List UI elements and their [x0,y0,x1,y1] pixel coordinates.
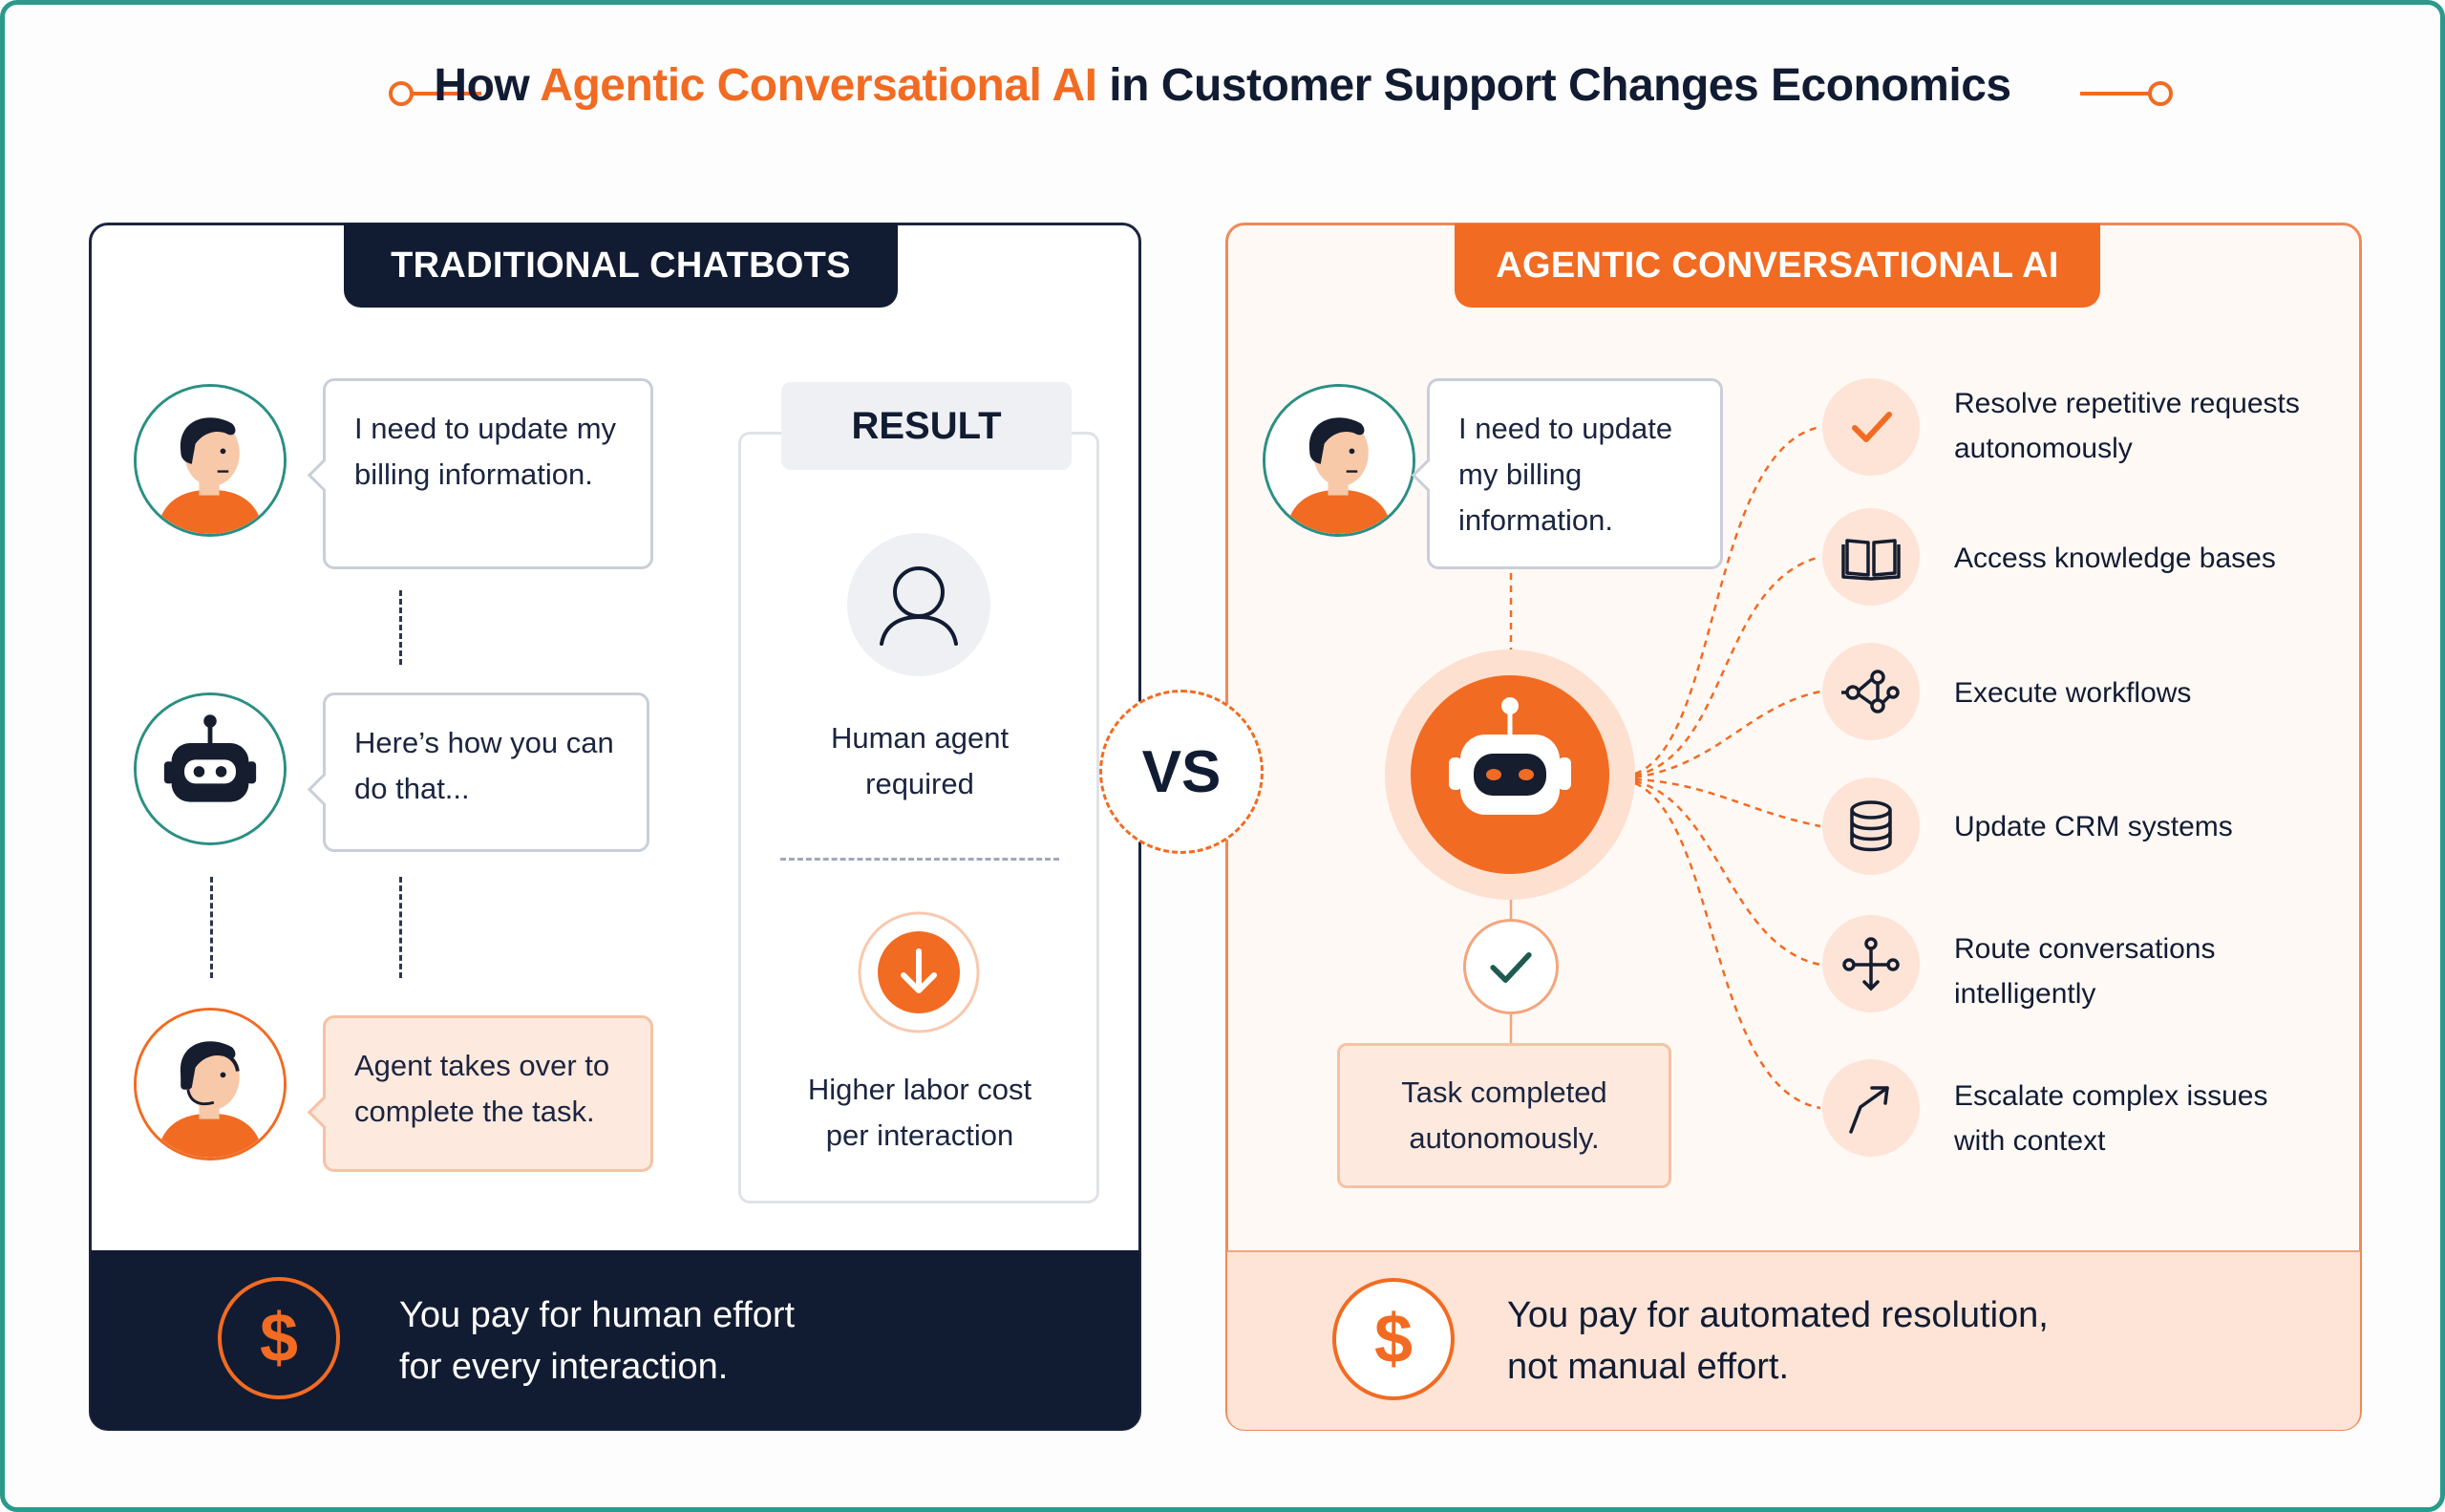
dotted-connector [210,877,213,978]
human-agent-required-text: Human agent required [748,715,1092,807]
capability-resolve-line1: Resolve repetitive requests [1954,388,2300,419]
labor-cost-text: Higher labor cost per interaction [748,1067,1092,1159]
task-completed-box: Task completed autonomously. [1337,1043,1671,1188]
title-right-connector-icon [2080,81,2173,106]
capability-escalate-line2: with context [1954,1125,2106,1157]
page-title: How Agentic Conversational AI in Custome… [0,59,2445,112]
capability-escalate-line1: Escalate complex issues [1954,1080,2268,1112]
task-completed-line1: Task completed [1401,1075,1607,1109]
capability-knowledge: Access knowledge bases [1954,536,2276,581]
title-prefix: How [434,60,541,111]
agent-takeover-text: Agent takes over to complete the task. [354,1049,610,1128]
checkmark-icon [1490,951,1532,983]
dollar-icon: $ [1332,1278,1455,1400]
customer-message-bubble: I need to update my billing information. [1427,378,1723,569]
labor-cost-line2: per interaction [825,1118,1014,1152]
dollar-icon: $ [218,1277,340,1399]
task-complete-check [1463,919,1559,1014]
database-icon [1822,777,1920,875]
title-suffix: in Customer Support Changes Economics [1096,60,2011,111]
chatbot-message-bubble: Here’s how you can do that... [323,692,649,852]
traditional-chatbots-header: TRADITIONAL CHATBOTS [344,224,898,308]
title-left-connector-icon [389,81,481,106]
chatbot-message-text: Here’s how you can do that... [354,726,614,805]
agentic-cost-line1: You pay for automated resolution, [1507,1295,2049,1335]
capability-resolve-line2: autonomously [1954,433,2133,464]
traditional-cost-text: You pay for human effort for every inter… [399,1289,795,1393]
dotted-connector [399,590,402,665]
capability-route-line1: Route conversations [1954,933,2216,965]
workflow-icon [1822,643,1920,740]
capability-route: Route conversations intelligently [1954,926,2216,1016]
human-agent-line2: required [865,767,974,800]
robot-icon [1449,697,1571,815]
title-accent: Agentic Conversational AI [540,60,1097,111]
agentic-cost-text: You pay for automated resolution, not ma… [1507,1289,2049,1393]
customer-message-text: I need to update my billing information. [354,412,617,491]
checkmark-icon [1822,378,1920,476]
capability-crm: Update CRM systems [1954,804,2233,849]
task-completed-line2: autonomously. [1409,1121,1600,1155]
customer-message-bubble: I need to update my billing information. [323,378,653,569]
down-arrow-icon [857,910,981,1034]
traditional-cost-line1: You pay for human effort [399,1295,796,1335]
capability-workflows-line1: Execute workflows [1954,677,2192,709]
agentic-cost-line2: not manual effort. [1507,1347,1790,1387]
result-divider [780,858,1059,861]
ai-agent-badge [1411,675,1609,874]
book-icon [1822,508,1920,606]
capability-crm-line1: Update CRM systems [1954,811,2233,842]
person-icon [847,533,990,676]
capability-escalate: Escalate complex issues with context [1954,1074,2267,1163]
agentic-ai-header: AGENTIC CONVERSATIONAL AI [1455,224,2100,308]
escalate-arrow-icon [1822,1059,1920,1157]
capability-resolve: Resolve repetitive requests autonomously [1954,381,2300,471]
dotted-connector [399,877,402,978]
routing-icon [1822,915,1920,1012]
customer-avatar [1263,384,1415,537]
vs-badge: VS [1099,690,1264,854]
result-header: RESULT [781,382,1072,470]
human-agent-line1: Human agent [830,721,1010,755]
human-agent-avatar [134,1008,287,1161]
capability-knowledge-line1: Access knowledge bases [1954,543,2276,574]
capability-route-line2: intelligently [1954,978,2096,1010]
traditional-cost-line2: for every interaction. [399,1347,729,1387]
chatbot-avatar [134,692,287,845]
capability-workflows: Execute workflows [1954,671,2191,715]
customer-avatar [134,384,287,537]
customer-message-text: I need to update my billing information. [1458,412,1673,537]
labor-cost-line1: Higher labor cost [807,1073,1032,1106]
agent-takeover-bubble: Agent takes over to complete the task. [323,1015,653,1172]
